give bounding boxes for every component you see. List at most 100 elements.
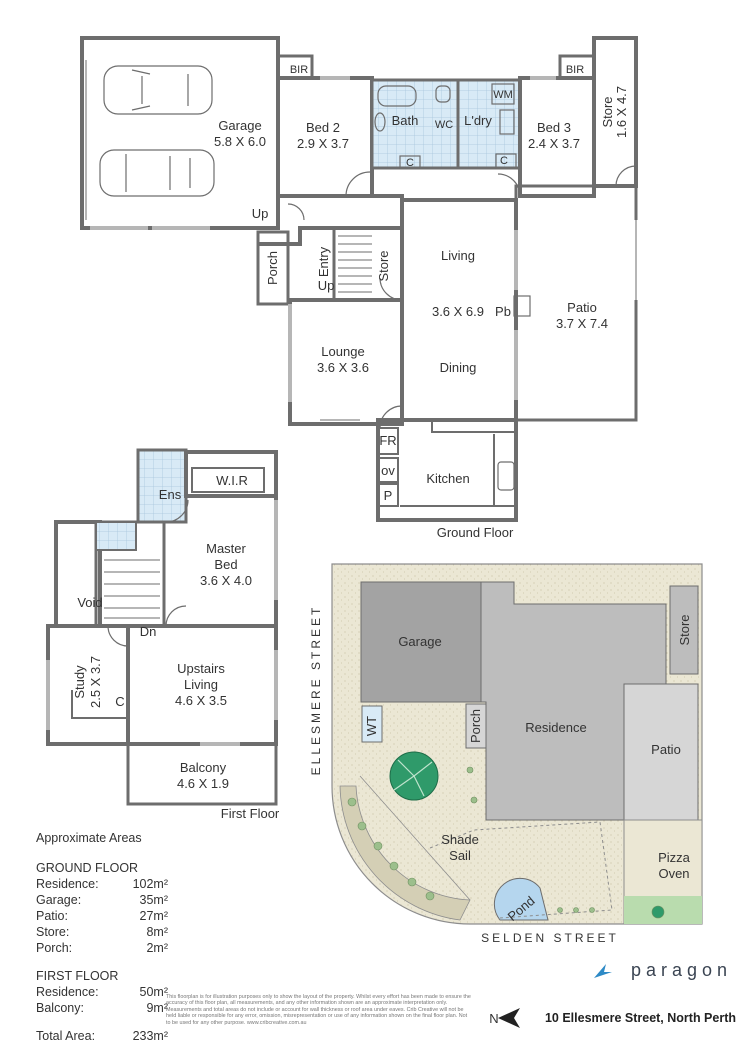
area-label: Residence: xyxy=(36,877,99,891)
room-size-study: 2.5 X 3.7 xyxy=(88,656,103,708)
room-label-ens: Ens xyxy=(159,487,182,502)
room-size-bed2: 2.9 X 3.7 xyxy=(297,136,349,151)
site-garage xyxy=(360,581,482,703)
room-label-bed3: Bed 3 xyxy=(537,120,571,135)
label-fridge: FR xyxy=(379,433,396,448)
room-label-bir-right: BIR xyxy=(566,64,584,76)
area-value: 9m² xyxy=(146,1001,168,1015)
street-label-ellesmere: ELLESMERE STREET xyxy=(309,605,323,776)
brand-logo: paragon xyxy=(631,960,732,981)
room-label-master-bed: Bed xyxy=(214,557,237,572)
label-cupboard-study: C xyxy=(115,694,124,709)
site-water-tank xyxy=(361,705,383,743)
area-total-value: 233m² xyxy=(132,1029,168,1043)
room-label-c-bath: C xyxy=(406,157,414,169)
brand-name: paragon xyxy=(630,960,732,980)
site-plan-labels: ELLESMERE STREET SELDEN STREET Garage Re… xyxy=(309,605,692,945)
label-down: Dn xyxy=(140,624,157,639)
room-label-upstairs-living: Living xyxy=(184,677,218,692)
room-label-balcony: Balcony xyxy=(180,760,227,775)
room-label-bath: Bath xyxy=(392,113,419,128)
stairs-first xyxy=(104,559,160,619)
room-size-patio: 3.7 X 7.4 xyxy=(556,316,608,331)
site-label-wt: WT xyxy=(364,716,379,736)
porch-room xyxy=(256,230,290,306)
site-label-pizza: Pizza xyxy=(658,850,691,865)
disclaimer-text: This floorplan is for illustration purpo… xyxy=(166,994,471,1026)
site-label-oven: Oven xyxy=(658,866,689,881)
room-size-living: 3.6 X 6.9 xyxy=(432,304,484,319)
site-label-residence: Residence xyxy=(525,720,586,735)
areas-ground-heading: GROUND FLOOR xyxy=(36,861,139,875)
approximate-areas-panel: Approximate Areas GROUND FLOOR Residence… xyxy=(36,830,168,1044)
label-oven: ov xyxy=(381,463,395,478)
area-label: Patio: xyxy=(36,909,68,923)
area-row: Patio:27m² xyxy=(36,908,168,924)
tree-icon xyxy=(389,751,439,801)
room-size-store-side: 1.6 X 4.7 xyxy=(614,86,629,138)
room-label-bed2: Bed 2 xyxy=(306,120,340,135)
area-total-row: Total Area:233m² xyxy=(36,1028,168,1044)
area-row: Balcony: 9m² xyxy=(36,1000,168,1016)
room-label-void: Void xyxy=(77,595,102,610)
area-label: Porch: xyxy=(36,941,73,955)
area-label: Balcony: xyxy=(36,1001,84,1015)
ground-floor-plan xyxy=(80,36,638,522)
site-label-porch: Porch xyxy=(468,709,483,743)
car-icon xyxy=(99,65,215,197)
room-label-kitchen: Kitchen xyxy=(426,471,469,486)
site-plan xyxy=(331,563,703,925)
area-row: Porch: 2m² xyxy=(36,940,168,956)
area-value: 35m² xyxy=(139,893,168,907)
room-size-bed3: 2.4 X 3.7 xyxy=(528,136,580,151)
stairs-ground xyxy=(338,235,372,293)
ground-floor-labels: Garage 5.8 X 6.0 BIR Bed 2 2.9 X 3.7 Bat… xyxy=(214,64,629,540)
void-area xyxy=(54,520,102,628)
area-label: Store: xyxy=(36,925,70,939)
room-label-store-stair: Store xyxy=(376,250,391,281)
patio-area xyxy=(514,184,638,422)
room-label-laundry: L'dry xyxy=(464,113,492,128)
area-label: Residence: xyxy=(36,985,99,999)
room-label-entry: Entry xyxy=(316,246,331,277)
room-size-upstairs: 4.6 X 3.5 xyxy=(175,693,227,708)
room-size-garage: 5.8 X 6.0 xyxy=(214,134,266,149)
brand-logo-mark xyxy=(594,964,612,978)
room-label-wm: WM xyxy=(493,89,513,101)
room-label-living: Living xyxy=(441,248,475,263)
first-floor-labels: Ens W.I.R Master Bed 3.6 X 4.0 Void Dn S… xyxy=(72,473,280,821)
compass-label: N xyxy=(489,1011,498,1026)
area-row: Store: 8m² xyxy=(36,924,168,940)
room-label-patio: Patio xyxy=(567,300,597,315)
room-label-dining: Dining xyxy=(440,360,477,375)
north-compass-icon: N xyxy=(489,1008,520,1028)
room-size-master: 3.6 X 4.0 xyxy=(200,573,252,588)
label-pantry: P xyxy=(384,488,393,503)
street-label-selden: SELDEN STREET xyxy=(481,931,619,945)
area-row: Garage: 35m² xyxy=(36,892,168,908)
area-label: Garage: xyxy=(36,893,82,907)
room-label-porch: Porch xyxy=(265,251,280,285)
site-patio xyxy=(623,683,699,821)
area-value: 50m² xyxy=(139,985,168,999)
site-pond xyxy=(493,877,549,921)
area-row: Residence:102m² xyxy=(36,876,168,892)
room-size-balcony: 4.6 X 1.9 xyxy=(177,776,229,791)
first-floor-plan xyxy=(46,448,278,806)
site-label-garage: Garage xyxy=(398,634,441,649)
label-up-garage: Up xyxy=(252,206,269,221)
areas-title: Approximate Areas xyxy=(36,831,142,845)
room-label-c-laundry: C xyxy=(500,155,508,167)
room-label-lounge: Lounge xyxy=(321,344,364,359)
label-up-entry: Up xyxy=(318,278,335,293)
room-label-pb: Pb xyxy=(495,304,511,319)
site-porch xyxy=(465,703,487,749)
site-label-patio: Patio xyxy=(651,742,681,757)
site-store xyxy=(669,585,699,675)
room-label-wir: W.I.R xyxy=(216,473,248,488)
area-value: 8m² xyxy=(146,925,168,939)
area-value: 2m² xyxy=(146,941,168,955)
room-size-lounge: 3.6 X 3.6 xyxy=(317,360,369,375)
room-label-study: Study xyxy=(72,665,87,699)
